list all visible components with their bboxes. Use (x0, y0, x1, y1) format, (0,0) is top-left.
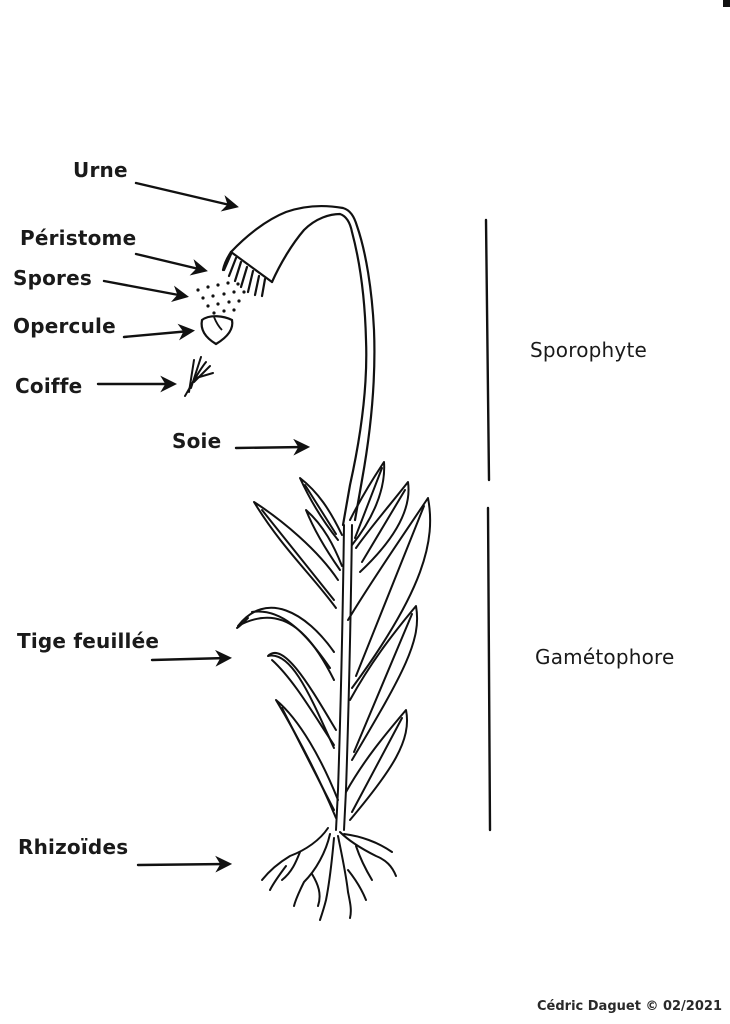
arrow-spores (102, 279, 189, 303)
arrow-urne (134, 181, 239, 212)
sporophyte-drawing (221, 205, 376, 527)
operculum-detail (213, 316, 223, 331)
corner-mark (723, 0, 730, 7)
seta-outer (229, 205, 376, 522)
arrow-opercule (122, 323, 196, 341)
spores-dots (196, 281, 246, 315)
leafy-stem-drawing (236, 461, 432, 831)
arrow-tige (150, 649, 233, 667)
operculum-shape (200, 315, 234, 346)
label-gametophore: Gamétophore (535, 645, 675, 669)
calyptra-shape (184, 356, 214, 397)
label-rhizoides: Rhizoïdes (18, 835, 129, 859)
credit-line: Cédric Daguet © 02/2021 (537, 999, 722, 1014)
gametophore-bracket (486, 506, 492, 832)
peristome-teeth (222, 252, 267, 298)
sporophyte-bracket (484, 218, 491, 482)
arrow-peristome (134, 252, 208, 276)
arrow-soie (234, 438, 311, 456)
stem-line (335, 524, 345, 831)
label-peristome: Péristome (20, 226, 137, 250)
rhizoids-drawing (261, 827, 397, 921)
label-coiffe: Coiffe (15, 374, 83, 398)
arrow-rhizoides (136, 855, 233, 873)
label-sporophyte: Sporophyte (530, 338, 647, 362)
label-urne: Urne (73, 158, 128, 182)
label-arrows (96, 181, 311, 873)
label-tige-feuillee: Tige feuillée (17, 629, 160, 653)
seta-inner (270, 212, 368, 527)
label-soie: Soie (172, 429, 222, 453)
label-opercule: Opercule (13, 314, 116, 338)
peristome-edge (221, 250, 233, 272)
capsule-mouth (229, 250, 274, 284)
brackets (484, 218, 492, 832)
label-spores: Spores (13, 266, 92, 290)
